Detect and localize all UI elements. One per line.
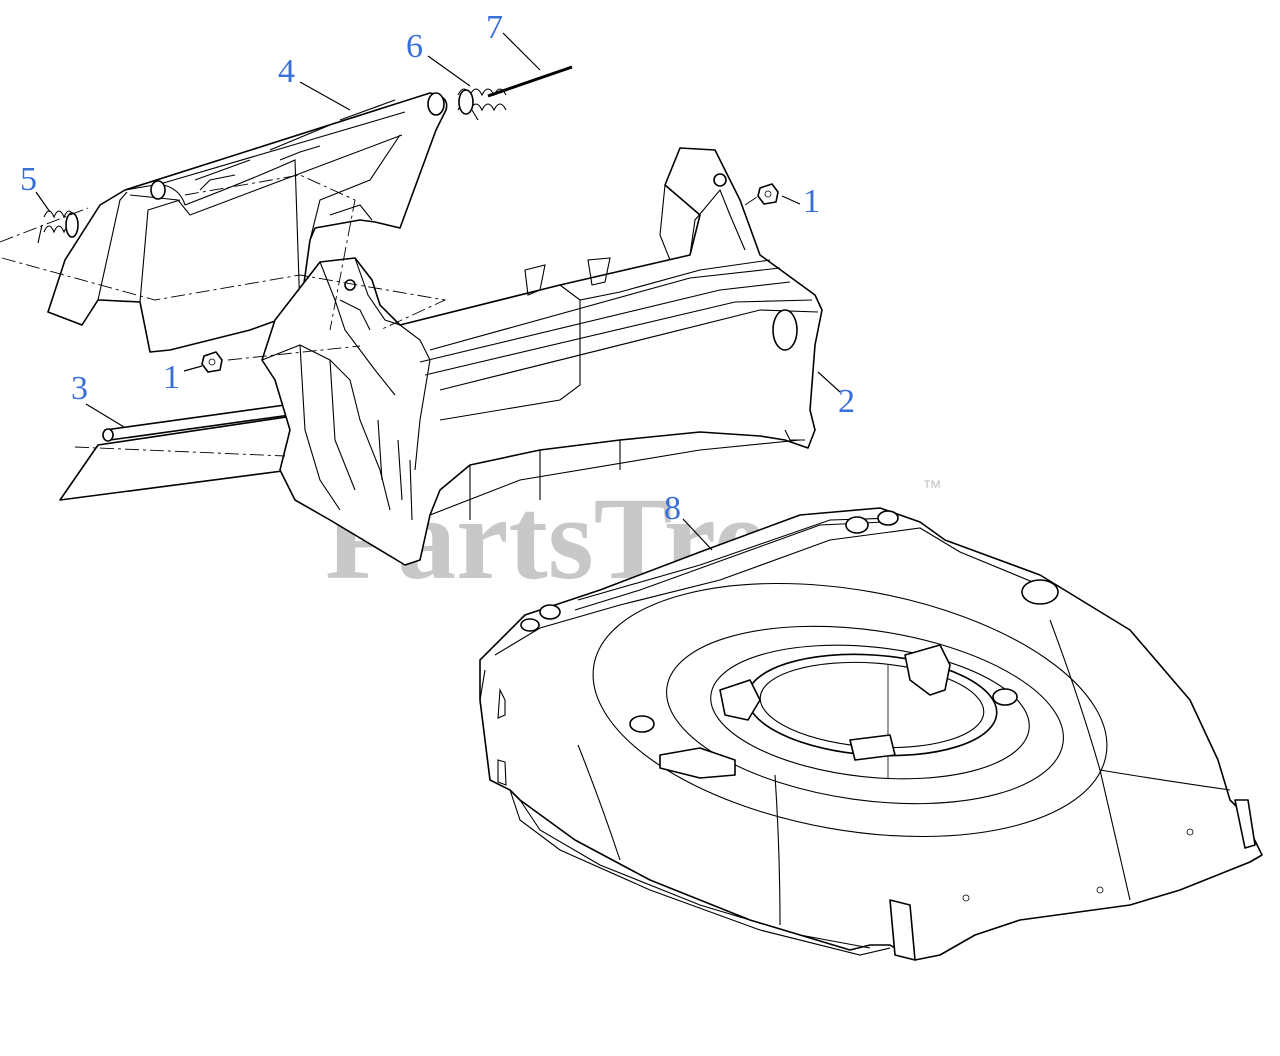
part-spring-5 bbox=[37, 210, 79, 244]
callout-label-5: 5 bbox=[20, 161, 37, 198]
callout-label-1-left: 1 bbox=[163, 359, 180, 396]
callout-label-1-right: 1 bbox=[803, 183, 820, 220]
part-frame-2 bbox=[261, 147, 823, 566]
part-rod-7 bbox=[487, 63, 573, 98]
callout-label-2: 2 bbox=[838, 383, 855, 420]
part-shaft-3 bbox=[59, 404, 301, 501]
part-deck-8 bbox=[479, 507, 1263, 961]
callout-label-8: 8 bbox=[664, 490, 681, 527]
callout-label-6: 6 bbox=[406, 28, 423, 65]
watermark-trademark: ™ bbox=[922, 477, 942, 499]
part-spring-6 bbox=[457, 88, 507, 121]
part-nut-1a bbox=[757, 183, 779, 205]
callout-label-7: 7 bbox=[486, 9, 503, 46]
callout-labels: 7 6 4 5 1 1 3 2 8 bbox=[20, 9, 855, 527]
part-nut-1b bbox=[201, 351, 223, 373]
alignment-lines bbox=[0, 174, 761, 457]
leader-lines bbox=[35, 32, 841, 551]
callout-label-3: 3 bbox=[71, 370, 88, 407]
part-door-4 bbox=[47, 92, 448, 353]
callout-label-4: 4 bbox=[278, 53, 295, 90]
